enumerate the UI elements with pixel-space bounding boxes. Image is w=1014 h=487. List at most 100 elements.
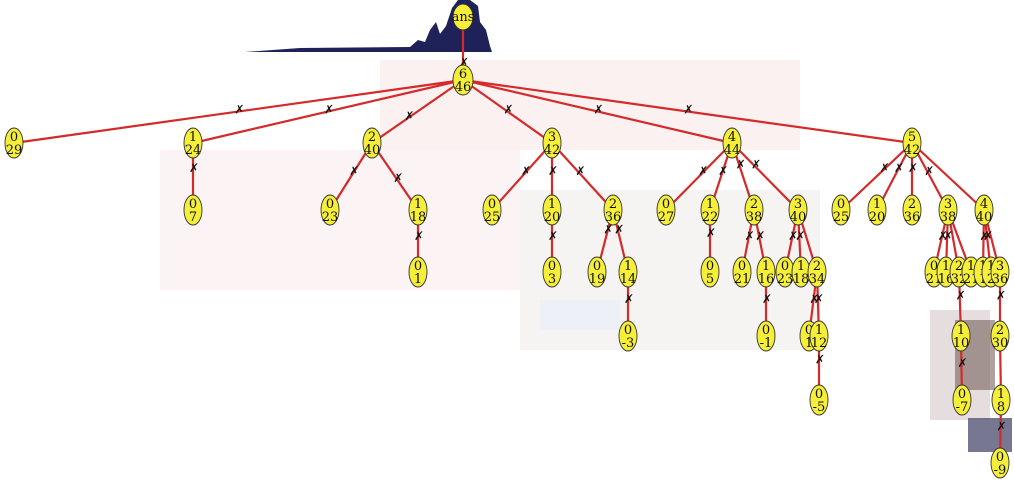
node-top-value: 1 (189, 130, 197, 145)
node-bottom-value: 7 (189, 210, 197, 225)
tree-node: 340 (788, 194, 808, 226)
tree-node: 05 (700, 256, 720, 288)
cut-mark-icon: ✗ (980, 229, 990, 243)
cut-mark-icon: ✗ (698, 164, 708, 178)
tree-node: 023 (320, 194, 340, 226)
node-top-value: 2 (368, 130, 376, 145)
cut-mark-icon: ✗ (788, 229, 798, 243)
node-top-value: 0 (488, 197, 496, 212)
node-ellipse (974, 194, 994, 226)
tree-node: 0-9 (990, 447, 1010, 479)
node-bottom-value: 25 (484, 210, 501, 225)
background-smudge (968, 418, 1012, 452)
tree-edge (462, 79, 553, 144)
node-top-value: 2 (955, 259, 963, 274)
tree-edge (731, 142, 799, 211)
tree-node: 07 (183, 194, 203, 226)
tree-node: 0-3 (618, 320, 638, 352)
node-top-value: 0 (815, 387, 823, 402)
node-bottom-value: -7 (956, 400, 969, 415)
node-top-value: 1 (762, 259, 770, 274)
node-bottom-value: 23 (322, 210, 339, 225)
node-ellipse (603, 194, 623, 226)
node-bottom-value: 40 (976, 210, 993, 225)
node-ellipse (183, 194, 203, 226)
cut-mark-icon: ✗ (594, 103, 604, 117)
node-top-value: 2 (996, 323, 1004, 338)
tree-node: 646 (452, 64, 474, 96)
cut-mark-icon: ✗ (997, 419, 1007, 433)
node-top-value: 2 (908, 197, 916, 212)
node-top-value: 0 (189, 197, 197, 212)
node-bottom-value: 10 (953, 336, 970, 351)
cut-mark-icon: ✗ (349, 164, 359, 178)
cut-mark-icon: ✗ (943, 229, 953, 243)
node-bottom-value: 29 (6, 143, 23, 158)
node-top-value: 1 (873, 197, 881, 212)
node-top-value: 6 (459, 67, 467, 82)
node-ellipse (408, 256, 428, 288)
tree-edge (665, 142, 733, 211)
tree-node: 234 (807, 256, 827, 288)
tree-node: 440 (974, 194, 994, 226)
tree-edges (13, 17, 1003, 464)
cut-mark-icon: ✗ (521, 164, 531, 178)
node-ellipse (809, 320, 829, 352)
node-bottom-value: 14 (620, 272, 637, 287)
node-bottom-value: -5 (813, 400, 826, 415)
node-bottom-value: 1 (805, 336, 813, 351)
cut-mark-icon: ✗ (924, 164, 934, 178)
node-bottom-value: 38 (940, 210, 957, 225)
tree-node: 112 (809, 320, 829, 352)
tree-node: 236 (603, 194, 623, 226)
node-top-value: 1 (967, 259, 975, 274)
node-ellipse (700, 194, 720, 226)
node-ellipse (788, 194, 808, 226)
cut-mark-icon: ✗ (393, 171, 403, 185)
node-top-value: 0 (805, 323, 813, 338)
cut-mark-icon: ✗ (189, 161, 199, 175)
node-ellipse (618, 320, 638, 352)
tree-node: 03 (542, 256, 562, 288)
tree-node: 019 (587, 256, 607, 288)
tree-node: 122 (700, 194, 720, 226)
tree-node: 029 (4, 127, 24, 159)
tree-edge (551, 142, 614, 211)
node-ellipse (700, 256, 720, 288)
node-bottom-value: 2 (987, 272, 995, 287)
node-ellipse (183, 127, 203, 159)
node-ellipse (867, 194, 887, 226)
node-top-value: 3 (794, 197, 802, 212)
node-bottom-value: 25 (833, 210, 850, 225)
node-ellipse (938, 194, 958, 226)
node-top-value: 0 (958, 387, 966, 402)
node-top-value: 0 (706, 259, 714, 274)
cut-mark-icon: ✗ (614, 223, 624, 237)
cut-mark-icon: ✗ (624, 292, 634, 306)
cut-mark-icon: ✗ (504, 103, 514, 117)
node-ellipse (722, 127, 742, 159)
cut-mark-icon: ✗ (938, 229, 948, 243)
node-ellipse (732, 256, 752, 288)
node-bottom-value: -9 (994, 463, 1007, 478)
node-ellipse (951, 320, 971, 352)
node-bottom-value: 8 (997, 400, 1005, 415)
node-ellipse (807, 256, 827, 288)
cut-mark-icon: ✗ (815, 353, 825, 367)
cut-mark-icon: ✗ (706, 226, 716, 240)
cut-mark-icon: ✗ (548, 229, 558, 243)
cut-mark-icon: ✗ (809, 292, 819, 306)
tree-edge (840, 142, 913, 211)
tree-node: 120 (867, 194, 887, 226)
tree-node: 120 (542, 194, 562, 226)
cut-mark-icon: ✗ (983, 229, 993, 243)
node-top-value: 0 (738, 259, 746, 274)
node-ellipse (756, 256, 776, 288)
tree-node: 0-1 (756, 320, 776, 352)
node-bottom-value: -3 (622, 336, 635, 351)
cut-mark-icon: ✗ (548, 164, 558, 178)
node-bottom-value: 12 (811, 336, 828, 351)
background-smudge (540, 300, 620, 330)
node-ellipse (408, 194, 428, 226)
node-bottom-value: 21 (734, 272, 751, 287)
